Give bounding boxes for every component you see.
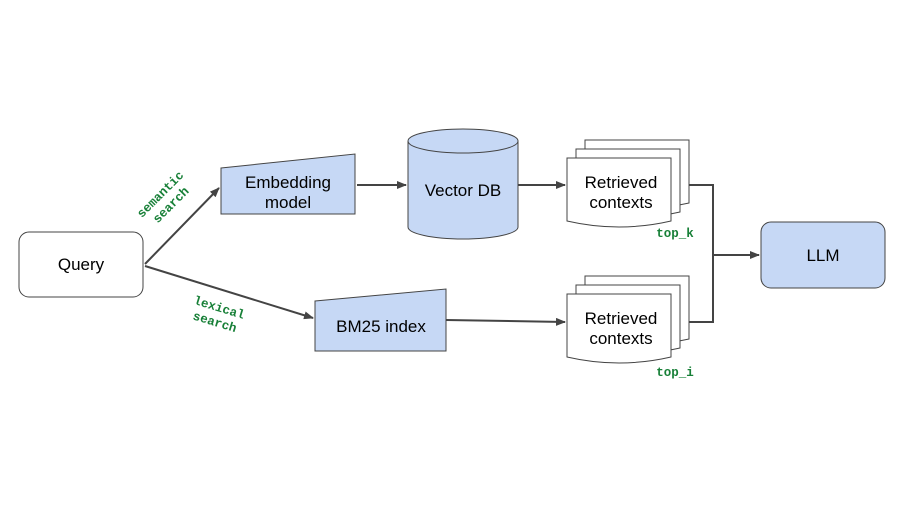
top-k-label: top_k [656, 227, 694, 241]
edge-query-to-embedding [144, 187, 220, 265]
retrieved-top-label-line1: Retrieved [585, 173, 658, 192]
llm-box [760, 221, 886, 289]
edge-query-to-bm25 [144, 265, 314, 320]
edges [144, 181, 760, 326]
edge-retrieved-bottom-to-join [678, 255, 714, 323]
query-node: Query [18, 231, 144, 298]
retrieved-bottom-label-line1: Retrieved [585, 309, 658, 328]
lexical-search-label: lexical search [191, 294, 246, 336]
bm25-index-node: BM25 index [314, 288, 447, 352]
llm-label: LLM [806, 246, 839, 265]
bm25-index-shape [314, 288, 447, 352]
query-box [18, 231, 144, 298]
edge-bm25-to-retrieved-bottom [445, 317, 566, 326]
retrieved-contexts-top-node: Retrieved contexts [566, 139, 690, 228]
document-stack-icon [566, 275, 690, 364]
top-i-label: top_i [656, 366, 694, 380]
embedding-model-shape [220, 153, 356, 215]
retrieved-contexts-bottom-node: Retrieved contexts [566, 275, 690, 364]
retrieved-bottom-label-line2: contexts [589, 329, 652, 348]
document-stack-icon [566, 139, 690, 228]
retrieved-top-label-line2: contexts [589, 193, 652, 212]
database-cylinder-icon [407, 128, 519, 240]
vector-db-node: Vector DB [407, 128, 519, 240]
semantic-search-label: semantic search [135, 169, 193, 227]
embedding-model-node: Embedding model [220, 153, 356, 215]
edge-retrieved-top-to-join [678, 184, 714, 255]
vector-db-label: Vector DB [425, 181, 502, 200]
embedding-model-label-line2: model [265, 193, 311, 212]
bm25-index-label: BM25 index [336, 317, 426, 336]
query-label: Query [58, 255, 105, 274]
embedding-model-label-line1: Embedding [245, 173, 331, 192]
llm-node: LLM [760, 221, 886, 289]
